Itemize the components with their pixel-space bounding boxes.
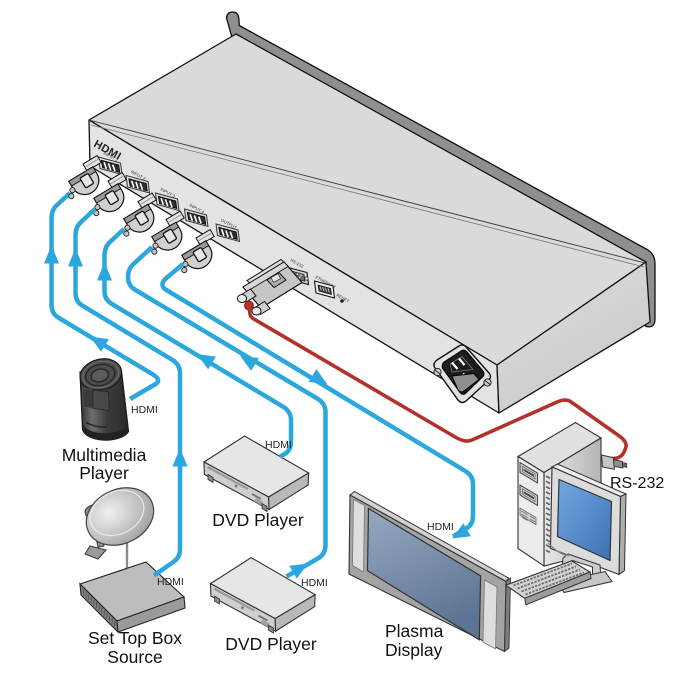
svg-text:HDMI: HDMI [131,404,158,416]
svg-text:Display: Display [385,640,443,660]
svg-text:Plasma: Plasma [385,621,444,641]
svg-text:DVD Player: DVD Player [212,510,304,530]
svg-text:Source: Source [107,647,162,667]
svg-text:HDMI: HDMI [265,439,292,451]
svg-text:HDMI: HDMI [157,576,184,588]
svg-text:RS-232: RS-232 [610,475,664,492]
svg-text:Multimedia: Multimedia [62,445,147,465]
svg-text:DVD Player: DVD Player [225,634,317,654]
svg-text:RS-232: RS-232 [290,258,305,270]
svg-text:Set Top Box: Set Top Box [88,628,182,648]
svg-text:Player: Player [79,463,129,483]
svg-text:HDMI: HDMI [427,521,454,533]
svg-text:HDMI: HDMI [301,577,328,589]
svg-text:RESET: RESET [336,293,351,304]
